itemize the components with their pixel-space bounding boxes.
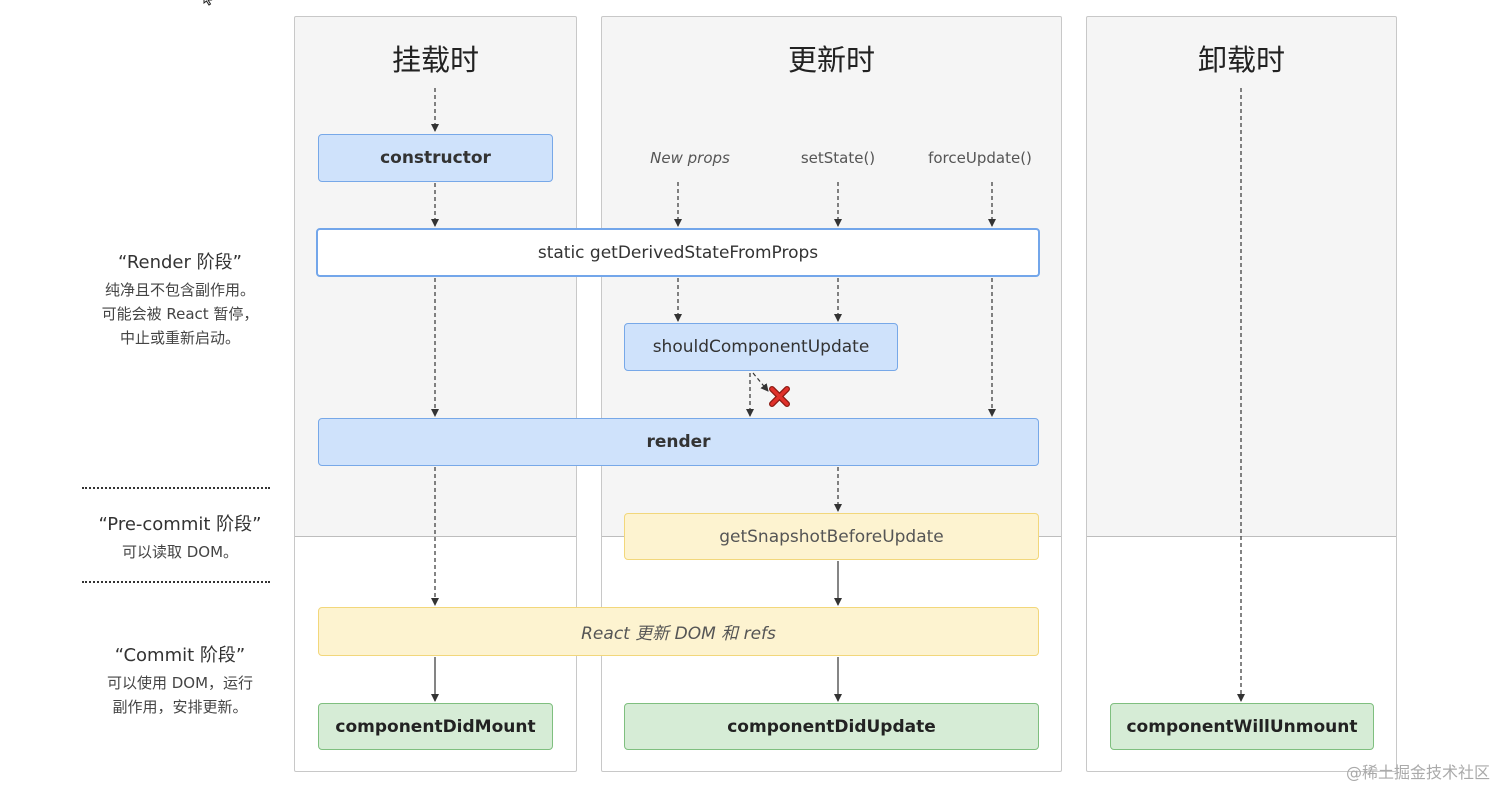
commit-phase-line-1: 可以使用 DOM，运行 [106, 674, 254, 692]
constructor-box: constructor [318, 134, 553, 182]
render-phase-line-1: 纯净且不包含副作用。 [104, 281, 255, 299]
component-did-mount-box: componentDidMount [318, 703, 553, 750]
component-did-update-box: componentDidUpdate [624, 703, 1039, 750]
trigger-new-props: New props [650, 149, 730, 167]
should-component-update-box: shouldComponentUpdate [624, 323, 898, 371]
update-column: 更新时 [601, 16, 1062, 772]
unmount-column: 卸载时 [1086, 16, 1397, 772]
update-column-title: 更新时 [787, 43, 875, 77]
mouse-pointer-icon [203, 0, 213, 6]
phase-separator-2 [82, 581, 270, 583]
pre-commit-phase-title: “Pre-commit 阶段” [98, 514, 262, 535]
commit-phase-note: “Commit 阶段” 可以使用 DOM，运行 副作用，安排更新。 [70, 641, 290, 719]
trigger-force-update: forceUpdate() [928, 149, 1032, 167]
trigger-set-state: setState() [800, 149, 876, 167]
mount-column-title: 挂载时 [391, 43, 479, 77]
mount-column: 挂载时 [294, 16, 577, 772]
react-updates-dom-box: React 更新 DOM 和 refs [318, 607, 1039, 656]
render-box: render [318, 418, 1039, 466]
get-snapshot-before-update-box: getSnapshotBeforeUpdate [624, 513, 1039, 560]
red-x-icon [769, 386, 790, 407]
commit-phase-line-2: 副作用，安排更新。 [112, 698, 248, 716]
render-phase-line-3: 中止或重新启动。 [119, 329, 240, 347]
component-will-unmount-box: componentWillUnmount [1110, 703, 1374, 750]
watermark: @稀土掘金技术社区 [1345, 763, 1490, 782]
commit-phase-title: “Commit 阶段” [114, 645, 246, 666]
render-phase-line-2: 可能会被 React 暂停， [101, 305, 259, 323]
pre-commit-phase-note: “Pre-commit 阶段” 可以读取 DOM。 [70, 510, 290, 564]
phase-separator-1 [82, 487, 270, 489]
get-derived-state-from-props-box: static getDerivedStateFromProps [316, 228, 1040, 277]
pre-commit-phase-line-1: 可以读取 DOM。 [121, 543, 239, 561]
render-phase-note: “Render 阶段” 纯净且不包含副作用。 可能会被 React 暂停， 中止… [70, 248, 290, 350]
unmount-column-title: 卸载时 [1197, 43, 1285, 77]
render-phase-title: “Render 阶段” [118, 252, 242, 273]
